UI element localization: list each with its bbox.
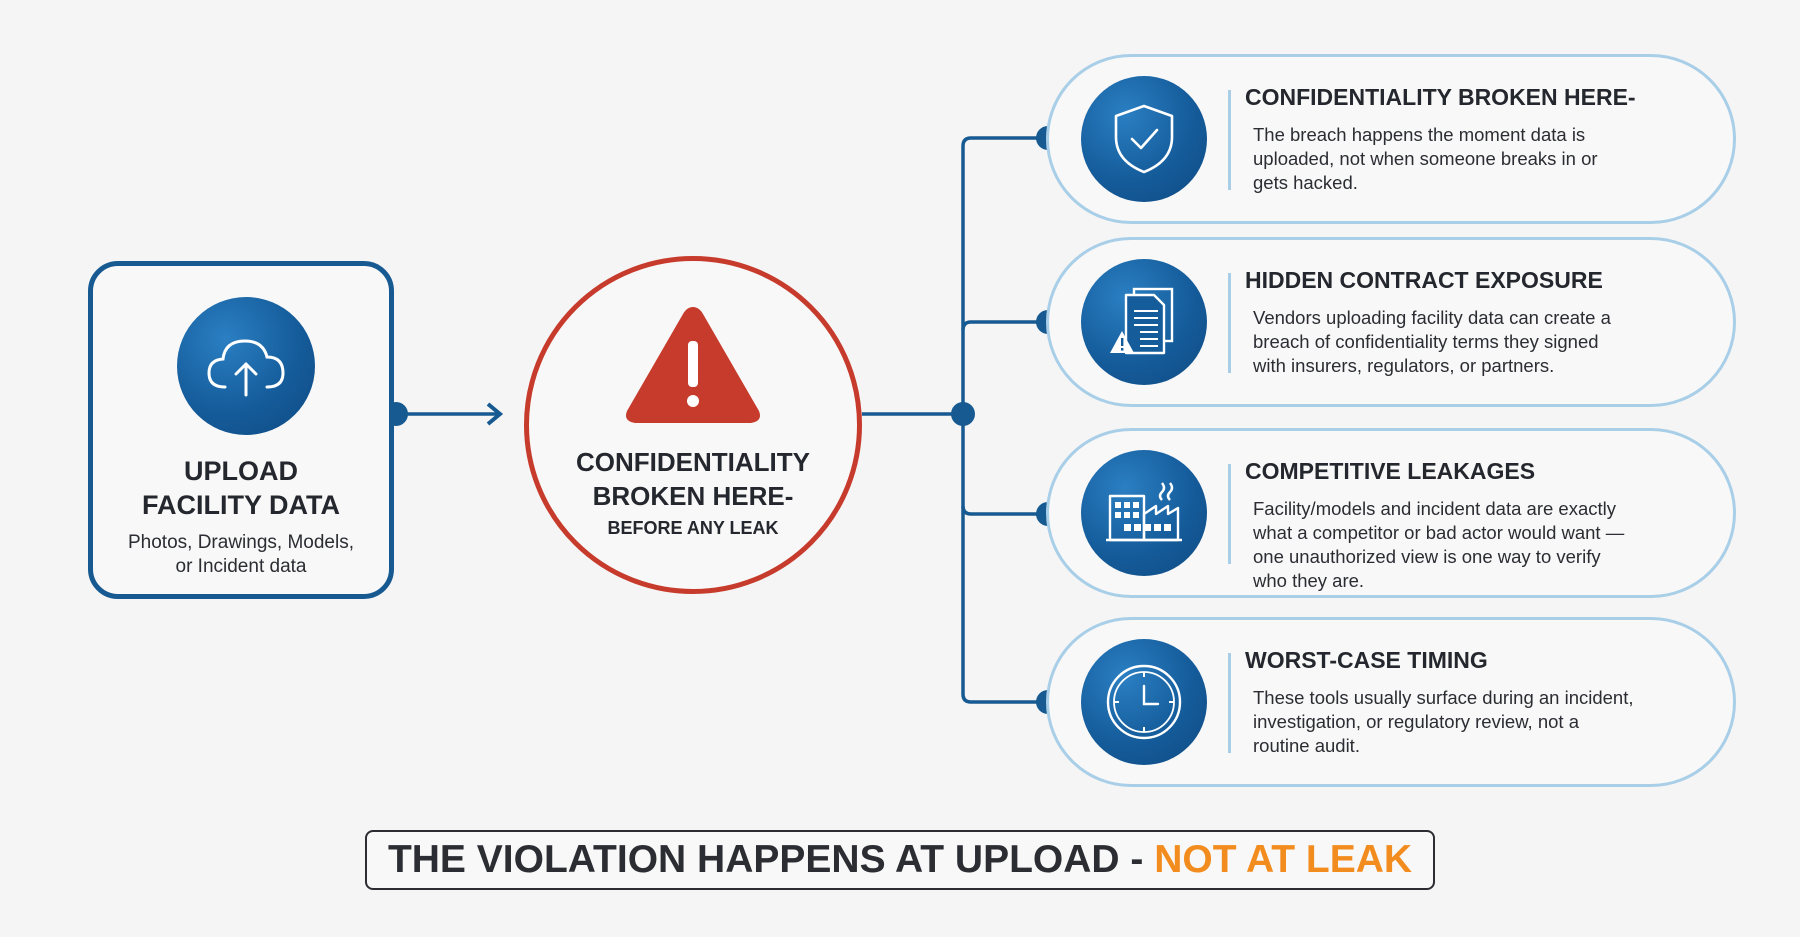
warning-triangle-icon <box>623 303 763 427</box>
upload-facility-data-box: UPLOAD FACILITY DATA Photos, Drawings, M… <box>88 261 394 599</box>
card-title: CONFIDENTIALITY BROKEN HERE- <box>1245 84 1636 110</box>
branch-2 <box>961 320 1048 331</box>
consequence-card-3: COMPETITIVE LEAKAGES Facility/models and… <box>1046 428 1736 598</box>
upload-title: UPLOAD FACILITY DATA <box>142 456 340 520</box>
upload-arrow-head <box>486 402 504 426</box>
confidentiality-broken-circle: CONFIDENTIALITY BROKEN HERE- BEFORE ANY … <box>524 256 862 594</box>
clock-icon <box>1081 639 1207 765</box>
consequence-card-4: WORST-CASE TIMING These tools usually su… <box>1046 617 1736 787</box>
branch-connector-dot <box>951 402 975 426</box>
card-description: Vendors uploading facility data can crea… <box>1253 307 1611 376</box>
factory-icon <box>1081 450 1207 576</box>
branch-trunk <box>961 136 1048 704</box>
conclusion-banner: THE VIOLATION HAPPENS AT UPLOAD - NOT AT… <box>365 830 1435 890</box>
cloud-upload-icon <box>177 297 315 435</box>
card-description: The breach happens the moment data is up… <box>1253 124 1598 193</box>
divider <box>1228 90 1231 190</box>
branch-3 <box>961 505 1048 516</box>
card-description: These tools usually surface during an in… <box>1253 687 1634 756</box>
divider <box>1228 273 1231 373</box>
card-title: HIDDEN CONTRACT EXPOSURE <box>1245 267 1603 293</box>
upload-subtitle: Photos, Drawings, Models, or Incident da… <box>128 532 354 577</box>
shield-check-icon <box>1081 76 1207 202</box>
banner-text: THE VIOLATION HAPPENS AT UPLOAD - <box>387 838 1155 881</box>
center-subtitle: BEFORE ANY LEAK <box>607 518 779 538</box>
consequence-card-2: HIDDEN CONTRACT EXPOSURE Vendors uploadi… <box>1046 237 1736 407</box>
card-title: WORST-CASE TIMING <box>1245 647 1488 673</box>
banner-highlight: NOT AT LEAK <box>1154 838 1413 881</box>
center-title: CONFIDENTIALITY BROKEN HERE- <box>576 447 810 511</box>
divider <box>1228 464 1231 564</box>
divider <box>1228 653 1231 753</box>
card-description: Facility/models and incident data are ex… <box>1253 498 1625 591</box>
card-title: COMPETITIVE LEAKAGES <box>1245 458 1536 484</box>
consequence-card-1: CONFIDENTIALITY BROKEN HERE- The breach … <box>1046 54 1736 224</box>
document-warning-icon <box>1081 259 1207 385</box>
